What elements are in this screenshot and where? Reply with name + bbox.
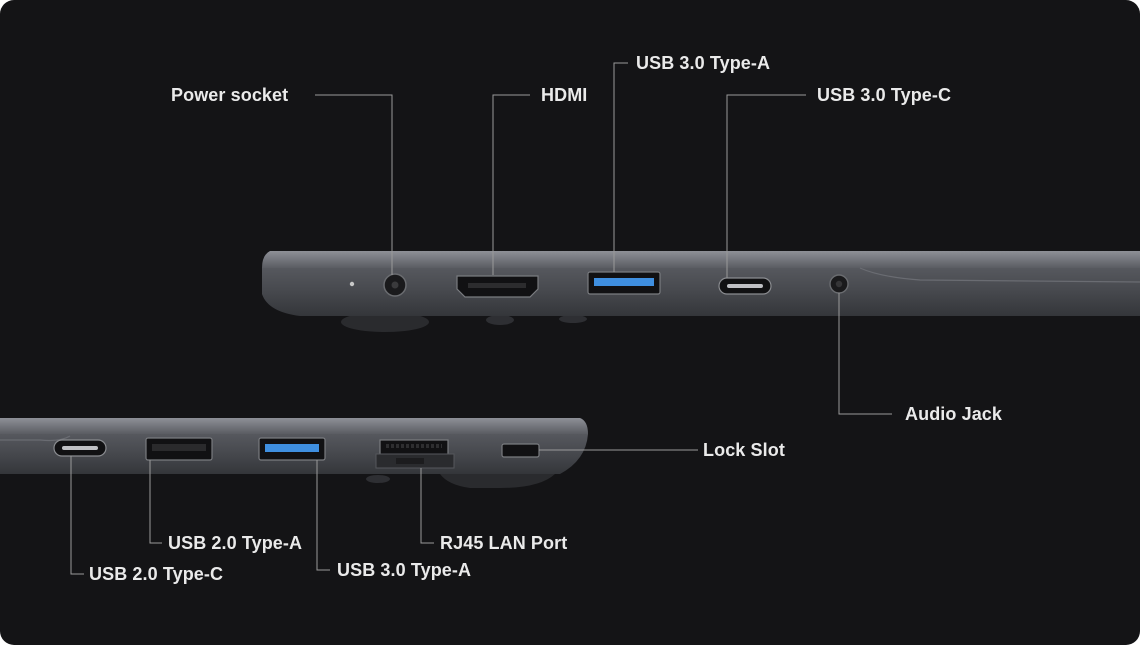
laptop-lid [0, 418, 588, 434]
rubber-foot [559, 315, 587, 323]
rubber-foot [440, 474, 555, 488]
leader-line-hdmi [492, 94, 530, 275]
leader-line-power-socket [315, 94, 393, 275]
label-rj45: RJ45 LAN Port [440, 533, 568, 553]
status-led [349, 281, 355, 287]
label-usb30-typea-bottom: USB 3.0 Type-A [337, 560, 472, 580]
label-usb20-typec: USB 2.0 Type-C [89, 564, 224, 584]
leader-line-audio-jack [838, 293, 892, 415]
rubber-foot [486, 315, 514, 325]
leader-line-usb30-typea-top [613, 62, 628, 272]
label-power-socket: Power socket [171, 85, 289, 105]
leader-line-usb30-typea-bottom [316, 460, 330, 571]
rubber-foot [341, 312, 429, 332]
label-usb30-typea-top: USB 3.0 Type-A [636, 53, 771, 73]
body-edge-line [0, 435, 71, 442]
laptop-lid [262, 251, 1140, 268]
laptop-left-side [0, 418, 588, 488]
laptop-right-side [262, 251, 1140, 332]
label-audio-jack: Audio Jack [905, 404, 1003, 424]
label-lock-slot: Lock Slot [703, 440, 785, 460]
leader-line-usb20-typec [70, 456, 84, 575]
rubber-foot [366, 475, 390, 483]
leader-line-rj45 [420, 468, 434, 544]
label-usb30-typec-top: USB 3.0 Type-C [817, 85, 952, 105]
label-usb20-typea: USB 2.0 Type-A [168, 533, 303, 553]
leader-line-usb20-typea [149, 460, 162, 544]
body-edge-line [859, 267, 1140, 283]
label-hdmi: HDMI [541, 85, 588, 105]
leader-lines [70, 62, 892, 575]
leader-line-usb30-typec-top [726, 94, 806, 278]
lock-slot-port [501, 443, 540, 458]
